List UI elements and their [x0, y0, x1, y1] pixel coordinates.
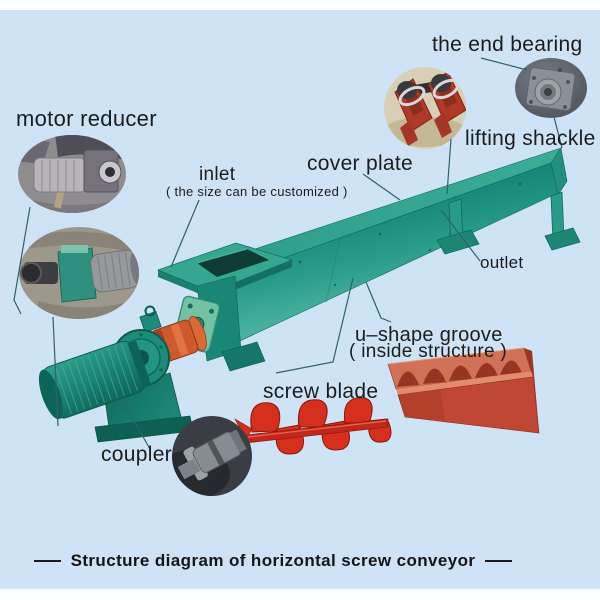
end-bearing-label: the end bearing: [432, 33, 583, 56]
u-shape-groove-label: u–shape groove: [355, 324, 503, 346]
inlet-note-label: ( the size can be customized ): [166, 184, 348, 199]
tube-seam: [325, 237, 341, 304]
lifting-shackle-photo: [384, 67, 466, 149]
inlet-label: inlet: [199, 164, 236, 185]
leader-outlet: [440, 209, 481, 262]
leader-lifting-shackle: [446, 138, 452, 195]
screw-blade-part: [234, 397, 392, 455]
u-shape-groove-note-label: ( inside structure ): [349, 341, 508, 362]
leader-cover-plate: [362, 173, 401, 201]
caption-dash-left: [33, 559, 61, 563]
cover-plate-label: cover plate: [307, 152, 414, 175]
groove-rim: [396, 371, 533, 395]
u-shape-groove-part: [387, 347, 540, 434]
screw-blade-label: screw blade: [263, 380, 379, 403]
leader-lines: [13, 57, 563, 450]
leader-motor-photo-bottom: [52, 316, 59, 427]
coupler-label: coupler: [101, 443, 172, 466]
drive-end-assembly: [38, 275, 266, 443]
motor-reducer-photo-bottom: [19, 227, 139, 319]
bottom-margin-strip: [0, 589, 600, 600]
leader-inlet: [170, 199, 200, 268]
lifting-shackle-label: lifting shackle: [465, 127, 596, 150]
inlet-hole: [197, 249, 269, 277]
leader-motor-photo-top: [13, 206, 31, 315]
top-margin-strip: [0, 0, 600, 10]
caption-dash-right: [485, 559, 513, 563]
leader-u-shape-groove: [365, 281, 392, 323]
motor-reducer-photo-top: [18, 135, 126, 213]
inlet-rim-highlight: [196, 248, 248, 264]
conveyor-tube: [215, 147, 568, 353]
leader-screw-blade: [275, 277, 354, 374]
motor-reducer-label: motor reducer: [16, 106, 157, 131]
leader-end-bearing-photo: [553, 116, 563, 149]
leader-coupler: [121, 399, 151, 450]
end-foot: [221, 341, 266, 372]
support-foot: [544, 227, 581, 251]
motor-fins: [54, 343, 139, 414]
support-legs: [436, 191, 581, 255]
groove-flights: [397, 360, 522, 387]
end-bearing-photo: [515, 58, 587, 118]
leader-end-bearing-label: [480, 57, 528, 71]
caption-text: Structure diagram of horizontal screw co…: [70, 551, 476, 570]
tube-end-face: [550, 147, 568, 196]
support-foot: [436, 229, 480, 255]
groove-end: [524, 348, 539, 431]
outlet-label: outlet: [480, 253, 524, 272]
caption: Structure diagram of horizontal screw co…: [0, 551, 573, 571]
